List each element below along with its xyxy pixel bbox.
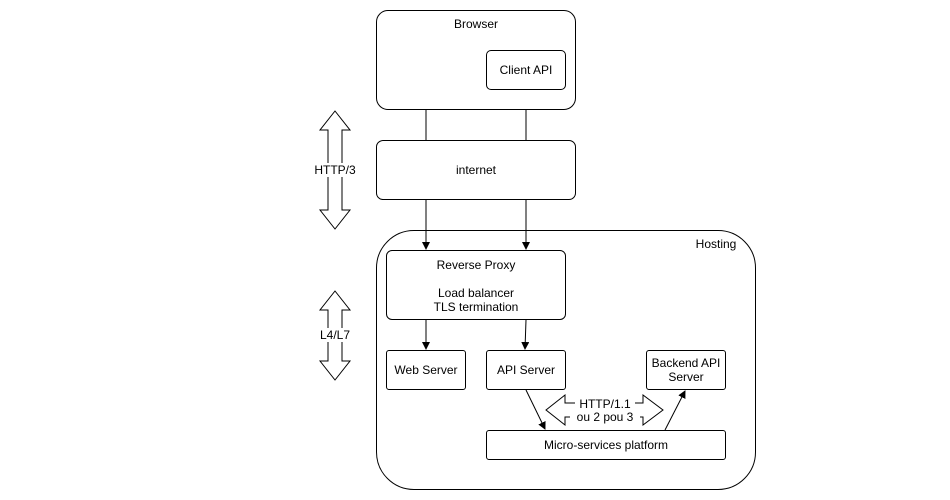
backend-api-server-line2: Server	[668, 370, 704, 384]
hosting-title: Hosting	[695, 237, 737, 251]
reverse-proxy-box: Reverse Proxy Load balancer TLS terminat…	[386, 250, 566, 320]
internal-protocol-label-line2: ou 2 pou 3	[570, 410, 640, 424]
reverse-proxy-line1: Load balancer	[437, 286, 515, 300]
web-server-box: Web Server	[386, 350, 466, 390]
proxy-to-api-server-arrow	[521, 319, 530, 350]
l4l7-label: L4/L7	[315, 328, 355, 342]
api-server-box: API Server	[486, 350, 566, 390]
reverse-proxy-line2: TLS termination	[433, 300, 519, 314]
hosting-container	[376, 230, 756, 490]
http3-label: HTTP/3	[310, 163, 360, 177]
reverse-proxy-title: Reverse Proxy	[436, 258, 516, 272]
client-api-box: Client API	[486, 50, 566, 90]
backend-api-server-line1: Backend API	[651, 356, 721, 370]
backend-api-server-box: Backend API Server	[646, 350, 726, 390]
internal-protocol-label-line1: HTTP/1.1	[575, 397, 635, 411]
microservices-platform-box: Micro-services platform	[486, 430, 726, 460]
internet-box: internet	[376, 140, 576, 200]
api-server-to-microservices-arrow	[525, 389, 546, 430]
microservices-to-backend-arrow	[664, 390, 686, 431]
browser-title: Browser	[453, 17, 498, 31]
